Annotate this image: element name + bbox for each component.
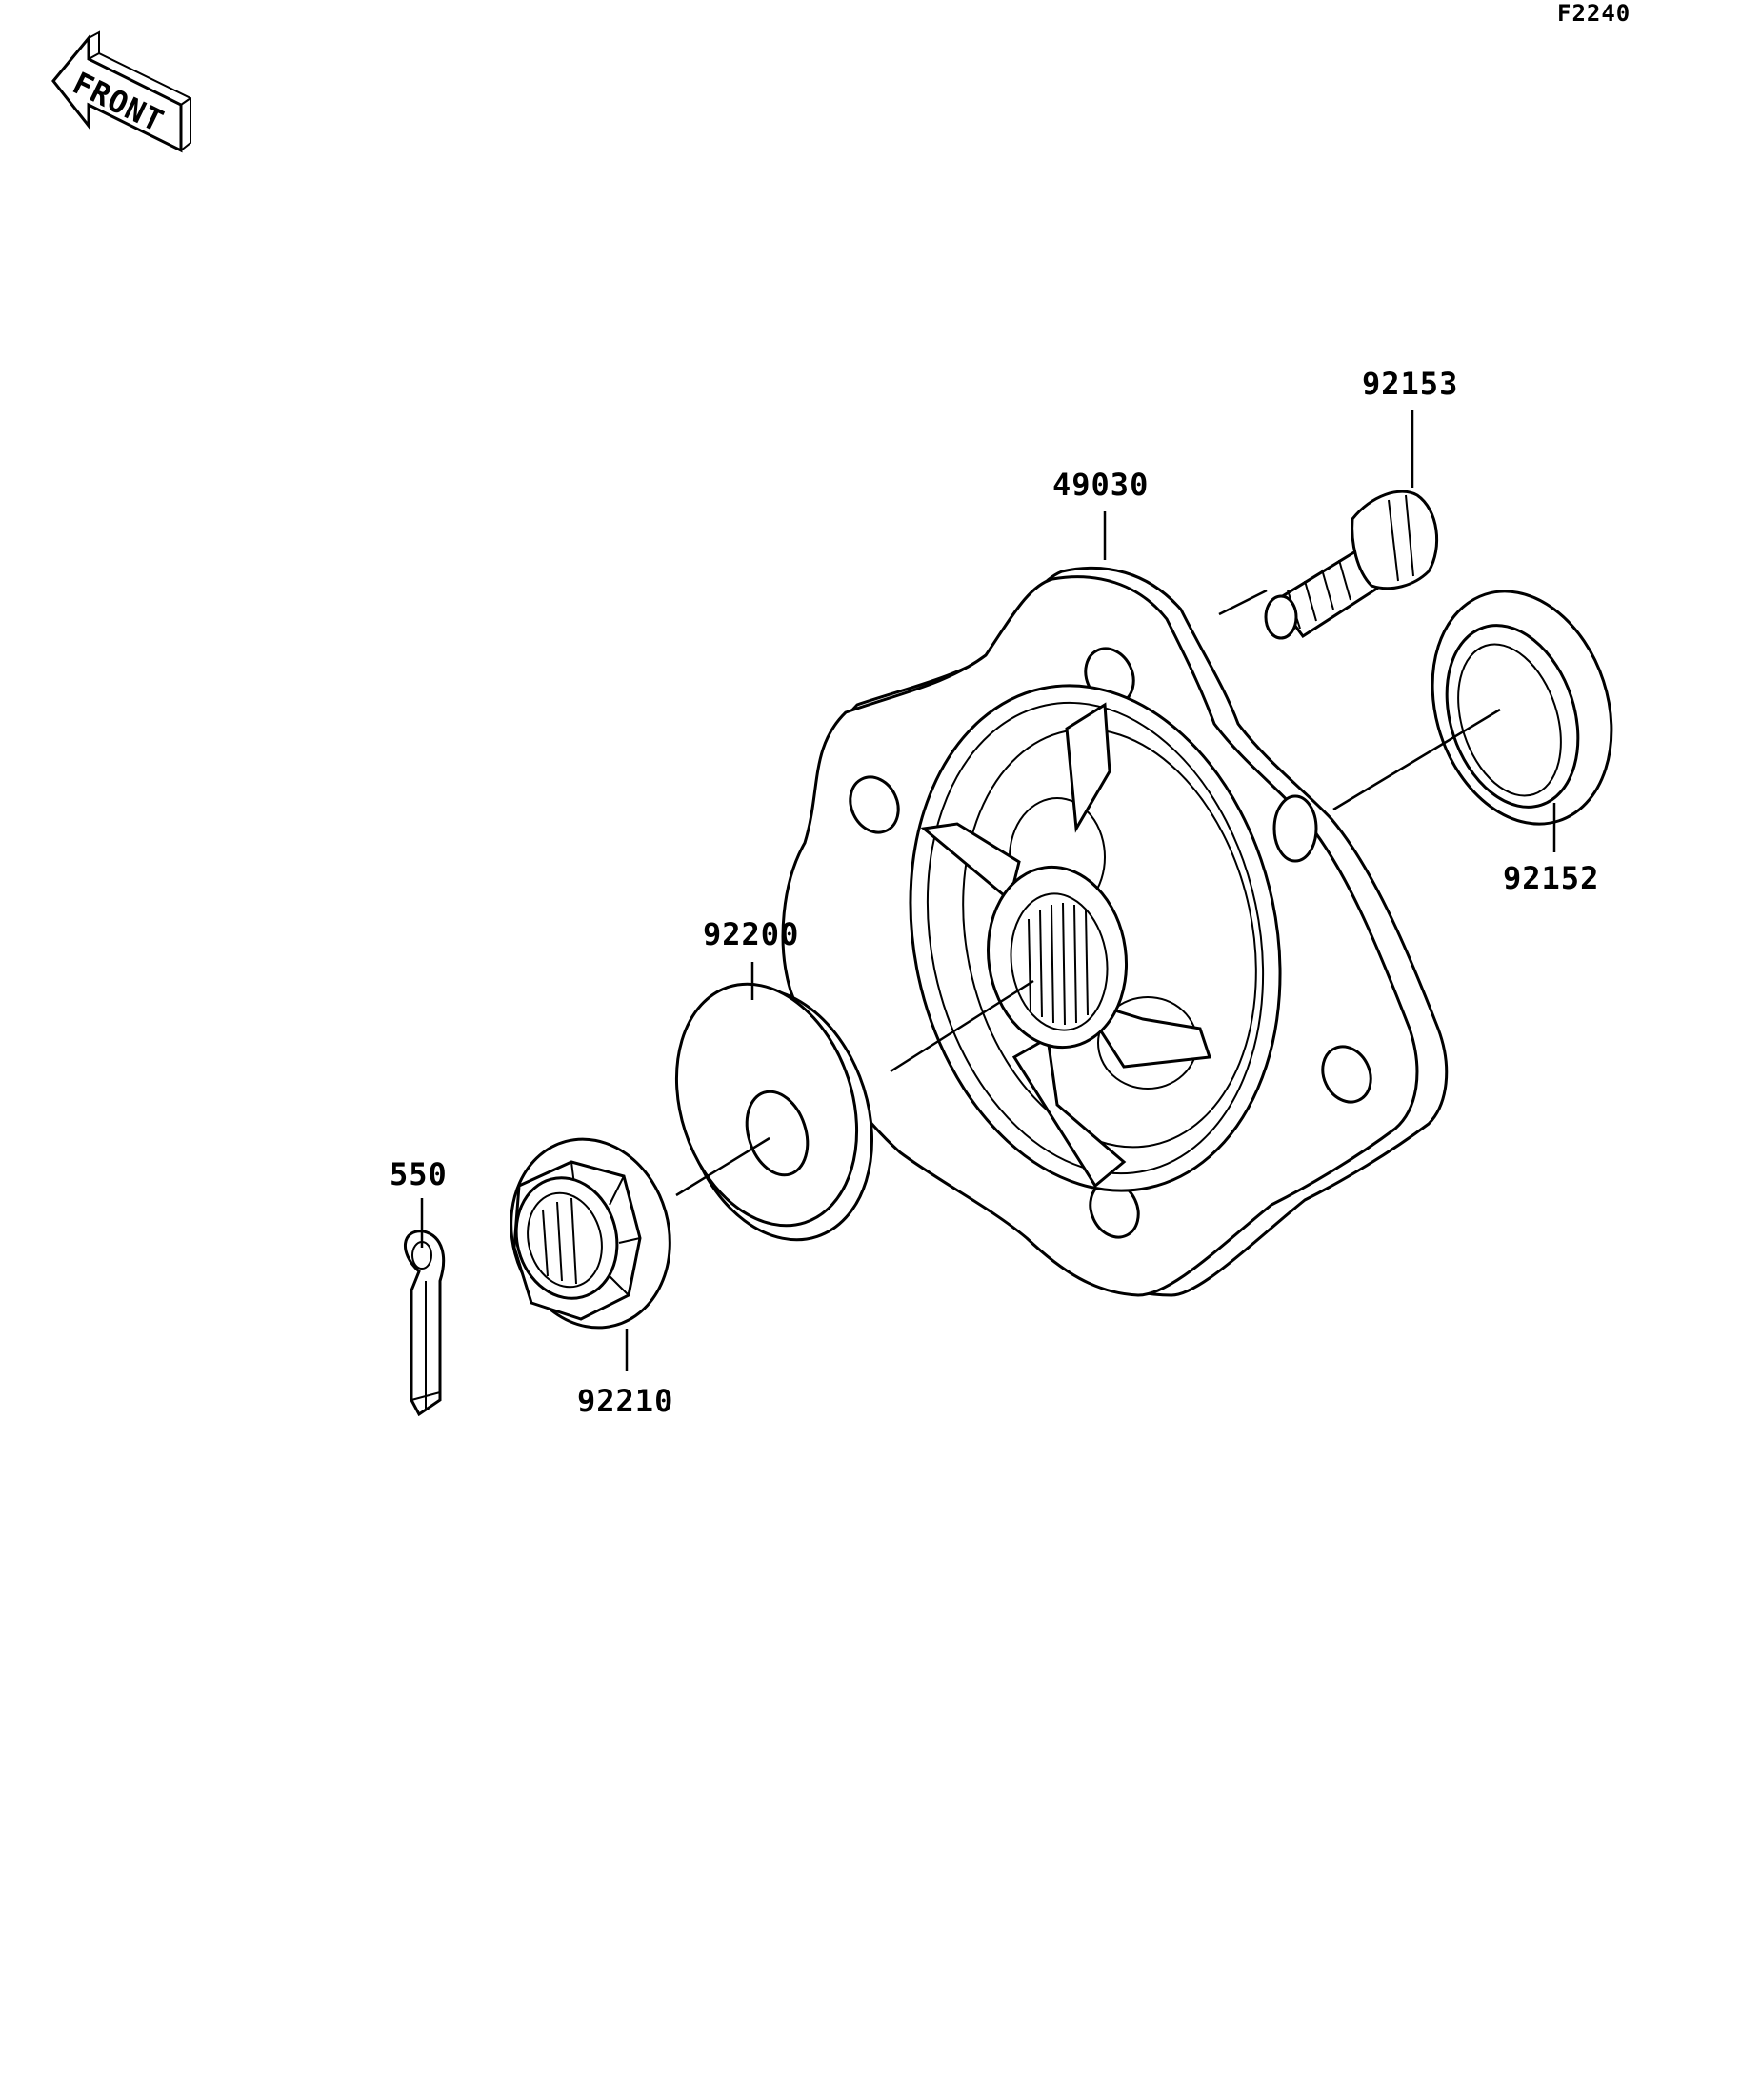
part-number-92210: 92210 bbox=[577, 1383, 673, 1419]
part-number-550: 550 bbox=[390, 1156, 448, 1192]
washer-92200 bbox=[674, 982, 874, 1242]
part-number-92200: 92200 bbox=[703, 916, 799, 952]
seal-92152 bbox=[1431, 590, 1613, 826]
cotter-pin-550 bbox=[403, 1230, 446, 1417]
part-number-92153: 92153 bbox=[1362, 366, 1458, 402]
front-arrow-icon: FRONT bbox=[51, 30, 191, 153]
part-number-49030: 49030 bbox=[1052, 467, 1149, 503]
stud-92153 bbox=[1264, 490, 1439, 640]
hub-49030 bbox=[781, 566, 1449, 1297]
part-number-92152: 92152 bbox=[1503, 860, 1599, 896]
figure-code: F2240 bbox=[1557, 0, 1631, 27]
leader-lines bbox=[420, 410, 1556, 1371]
nut-92210 bbox=[510, 1137, 671, 1330]
